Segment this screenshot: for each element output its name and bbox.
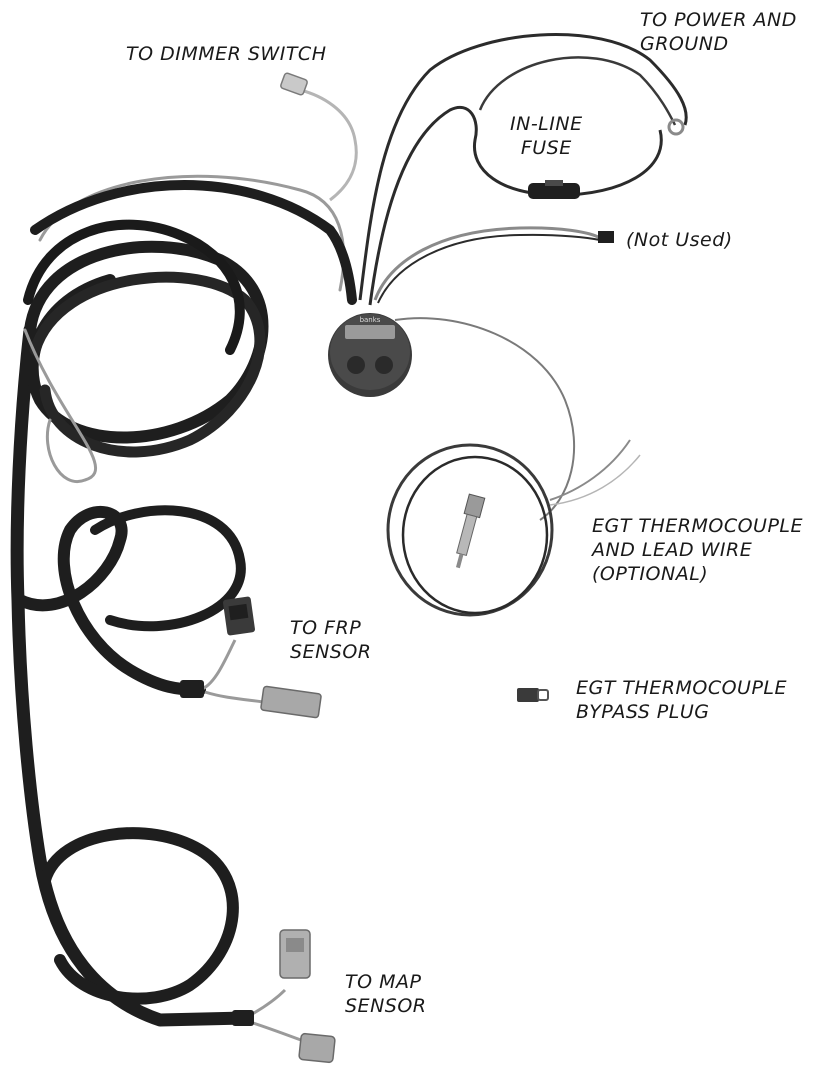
label-not-used-text: (Not Used): [626, 228, 733, 252]
label-egt-line2: AND LEAD WIRE: [592, 538, 803, 562]
label-not-used: (Not Used): [626, 228, 733, 252]
dimmer-wire: [280, 72, 356, 200]
label-in-line-fuse: IN-LINE FUSE: [510, 112, 583, 160]
map-connector-upper: [280, 930, 310, 978]
loom-coil-2: [35, 277, 260, 452]
label-dimmer-switch: TO DIMMER SWITCH: [126, 42, 326, 66]
gauge-brand: banks: [360, 316, 381, 324]
power-ground-wires: [360, 35, 686, 305]
label-power-line2: GROUND: [640, 32, 797, 56]
not-used-wire: [375, 228, 614, 303]
label-bypass-plug: EGT THERMOCOUPLE BYPASS PLUG: [576, 676, 787, 724]
gauge-display: [345, 325, 395, 339]
ring-terminal: [669, 120, 683, 134]
label-bypass-line2: BYPASS PLUG: [576, 700, 787, 724]
label-power-ground: TO POWER AND GROUND: [640, 8, 797, 56]
label-map-sensor: TO MAP SENSOR: [345, 970, 427, 1018]
label-map-line2: SENSOR: [345, 994, 427, 1018]
label-frp-sensor: TO FRP SENSOR: [290, 616, 372, 664]
label-fuse-line2: FUSE: [510, 136, 583, 160]
map-connector-lower: [299, 1033, 336, 1062]
label-dimmer-text: TO DIMMER SWITCH: [126, 42, 326, 66]
frp-connector-male: [261, 686, 322, 718]
label-egt-thermocouple: EGT THERMOCOUPLE AND LEAD WIRE (OPTIONAL…: [592, 514, 803, 586]
loom-map-loop: [45, 833, 233, 999]
gauge: banks: [328, 313, 412, 397]
label-bypass-line1: EGT THERMOCOUPLE: [576, 676, 787, 700]
dimmer-terminal: [280, 72, 308, 95]
egt-thermocouple-probe: [450, 494, 485, 570]
gauge-button-right: [375, 356, 393, 374]
label-frp-line2: SENSOR: [290, 640, 372, 664]
main-loom: [17, 176, 352, 1020]
loom-frp-branch: [20, 512, 200, 690]
map-connectors: [232, 930, 335, 1063]
label-egt-line1: EGT THERMOCOUPLE: [592, 514, 803, 538]
label-frp-line1: TO FRP: [290, 616, 372, 640]
label-egt-line3: (OPTIONAL): [592, 562, 803, 586]
gauge-button-left: [347, 356, 365, 374]
label-power-line1: TO POWER AND: [640, 8, 797, 32]
egt-bypass-plug: [517, 688, 548, 702]
label-fuse-line1: IN-LINE: [510, 112, 583, 136]
label-map-line1: TO MAP: [345, 970, 427, 994]
not-used-connector: [598, 231, 614, 243]
